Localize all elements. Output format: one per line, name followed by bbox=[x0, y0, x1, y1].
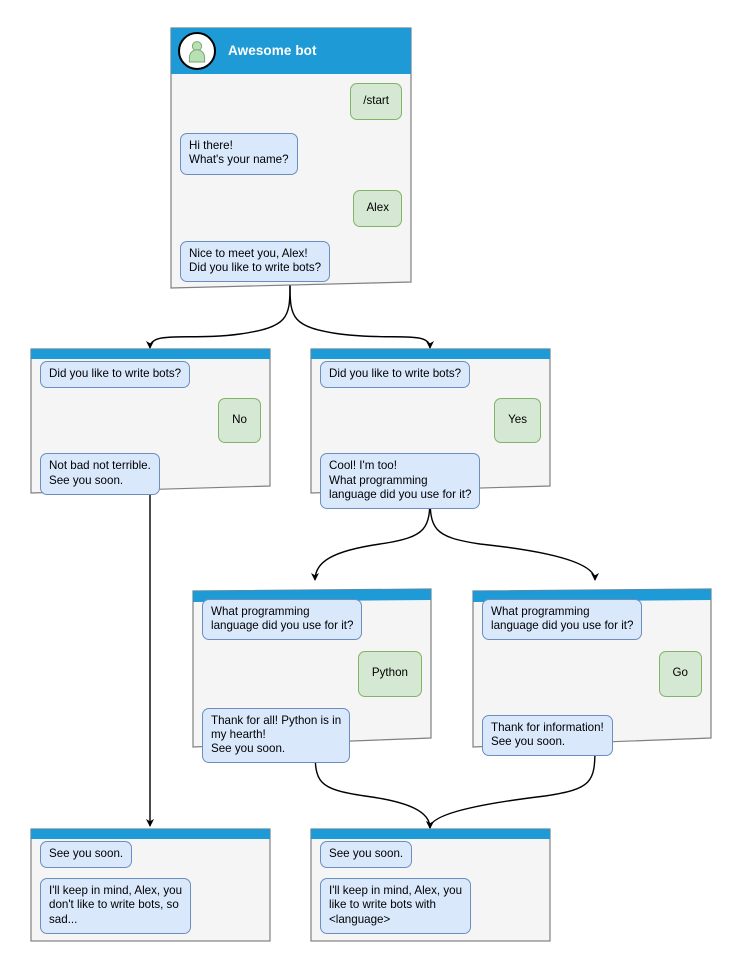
bot-bubble[interactable]: What programming language did you use fo… bbox=[482, 599, 643, 641]
chat-row: See you soon. bbox=[310, 841, 551, 869]
chat-row: Did you like to write bots? bbox=[310, 361, 551, 389]
chat-row: Go bbox=[472, 651, 712, 697]
card-end-happy[interactable]: See you soon. I'll keep in mind, Alex, y… bbox=[310, 828, 551, 942]
bot-bubble[interactable]: Did you like to write bots? bbox=[320, 361, 471, 389]
chat-row: I'll keep in mind, Alex, you don't like … bbox=[30, 878, 271, 934]
chat-row: Nice to meet you, Alex! Did you like to … bbox=[170, 240, 412, 283]
bot-title: Awesome bot bbox=[228, 43, 317, 58]
chat-row: No bbox=[30, 398, 271, 444]
bot-bubble[interactable]: See you soon. bbox=[40, 841, 133, 869]
chat-row: Did you like to write bots? bbox=[30, 361, 271, 389]
end-happy-chat-log: See you soon. I'll keep in mind, Alex, y… bbox=[310, 839, 551, 934]
edge-go-to-end-happy bbox=[426, 747, 596, 829]
avatar bbox=[178, 31, 216, 70]
chat-row: Hi there! What's your name? bbox=[170, 133, 412, 175]
chat-row: Cool! I'm too! What programming language… bbox=[310, 453, 551, 510]
person-icon bbox=[188, 40, 206, 62]
bot-bubble[interactable]: I'll keep in mind, Alex, you like to wri… bbox=[320, 878, 472, 934]
bot-bubble[interactable]: Not bad not terrible. See you soon. bbox=[40, 453, 160, 495]
root-chat-log: /start Hi there! What's your name? Alex … bbox=[170, 74, 412, 283]
chat-row: What programming language did you use fo… bbox=[192, 599, 432, 641]
card-no-branch[interactable]: Did you like to write bots? No Not bad n… bbox=[30, 348, 271, 495]
chat-row: Yes bbox=[310, 398, 551, 444]
card-root[interactable]: Awesome bot /start Hi there! What's your… bbox=[170, 27, 412, 289]
python-branch-chat-log: What programming language did you use fo… bbox=[192, 599, 432, 764]
bot-bubble[interactable]: Nice to meet you, Alex! Did you like to … bbox=[180, 240, 331, 283]
bot-bubble[interactable]: What programming language did you use fo… bbox=[202, 599, 363, 641]
card-go-branch[interactable]: What programming language did you use fo… bbox=[472, 588, 712, 757]
chat-row: I'll keep in mind, Alex, you like to wri… bbox=[310, 878, 551, 934]
bot-bubble[interactable]: Did you like to write bots? bbox=[40, 361, 191, 389]
bot-header: Awesome bot bbox=[170, 27, 412, 74]
chat-row: Thank for all! Python is in my hearth! S… bbox=[192, 707, 432, 764]
bot-bubble[interactable]: See you soon. bbox=[320, 841, 413, 869]
chat-row: /start bbox=[170, 83, 412, 121]
user-bubble[interactable]: Go bbox=[658, 651, 702, 697]
card-python-branch[interactable]: What programming language did you use fo… bbox=[192, 588, 432, 764]
go-branch-chat-log: What programming language did you use fo… bbox=[472, 599, 712, 757]
chat-row: Alex bbox=[170, 189, 412, 227]
user-bubble[interactable]: Yes bbox=[494, 398, 541, 444]
user-bubble[interactable]: No bbox=[218, 398, 261, 444]
card-yes-branch[interactable]: Did you like to write bots? Yes Cool! I'… bbox=[310, 348, 551, 510]
user-bubble[interactable]: /start bbox=[350, 83, 402, 121]
chat-row: Python bbox=[192, 651, 432, 697]
no-branch-chat-log: Did you like to write bots? No Not bad n… bbox=[30, 359, 271, 495]
end-sad-chat-log: See you soon. I'll keep in mind, Alex, y… bbox=[30, 839, 271, 934]
chat-row: See you soon. bbox=[30, 841, 271, 869]
chat-row: Thank for information! See you soon. bbox=[472, 714, 712, 757]
edge-root-to-no bbox=[146, 284, 291, 349]
yes-branch-chat-log: Did you like to write bots? Yes Cool! I'… bbox=[310, 359, 551, 510]
bot-bubble[interactable]: Cool! I'm too! What programming language… bbox=[320, 453, 481, 510]
chat-row: Not bad not terrible. See you soon. bbox=[30, 453, 271, 495]
bot-bubble[interactable]: I'll keep in mind, Alex, you don't like … bbox=[40, 878, 192, 934]
user-bubble[interactable]: Python bbox=[357, 651, 422, 697]
user-bubble[interactable]: Alex bbox=[353, 189, 402, 227]
card-end-sad[interactable]: See you soon. I'll keep in mind, Alex, y… bbox=[30, 828, 271, 942]
bot-bubble[interactable]: Thank for information! See you soon. bbox=[482, 714, 613, 757]
bot-bubble[interactable]: Hi there! What's your name? bbox=[180, 133, 298, 175]
chat-row: What programming language did you use fo… bbox=[472, 599, 712, 641]
edge-root-to-yes bbox=[289, 284, 434, 349]
bot-bubble[interactable]: Thank for all! Python is in my hearth! S… bbox=[202, 707, 351, 764]
